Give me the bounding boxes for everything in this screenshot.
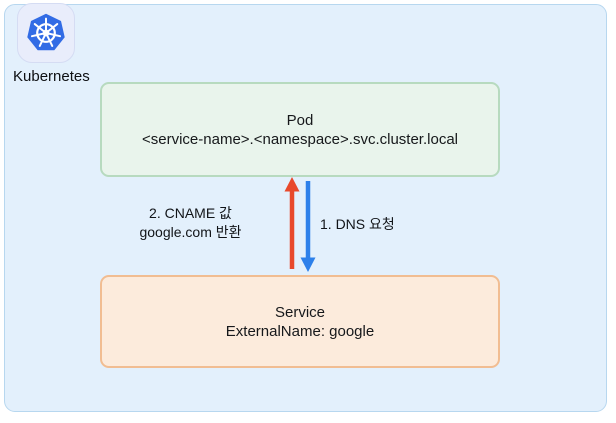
kubernetes-logo-badge bbox=[17, 3, 75, 63]
service-subtitle: ExternalName: google bbox=[225, 322, 375, 340]
cname-response-label-line1: 2. CNAME 값 bbox=[149, 205, 232, 221]
service-title: Service bbox=[274, 303, 326, 321]
cname-response-label-line2: google.com 반환 bbox=[139, 224, 242, 240]
helm-wheel-hub bbox=[42, 29, 50, 37]
service-node: Service ExternalName: google bbox=[100, 275, 500, 368]
dns-request-label: 1. DNS 요청 bbox=[320, 216, 395, 232]
pod-subtitle: <service-name>.<namespace>.svc.cluster.l… bbox=[142, 130, 458, 148]
pod-title: Pod bbox=[286, 111, 314, 129]
kubernetes-logo-icon bbox=[27, 13, 65, 51]
kubernetes-label: Kubernetes bbox=[13, 68, 90, 85]
pod-node: Pod <service-name>.<namespace>.svc.clust… bbox=[100, 82, 500, 177]
cname-response-label: 2. CNAME 값 google.com 반환 bbox=[110, 204, 271, 242]
helm-wheel-ring bbox=[36, 23, 56, 43]
